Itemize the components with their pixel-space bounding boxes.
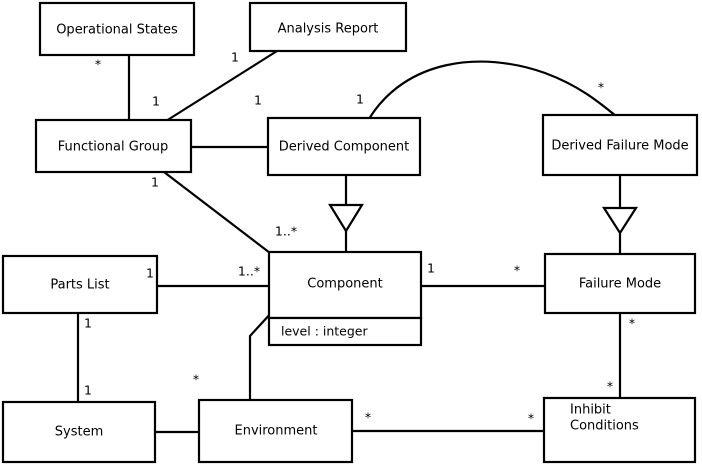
multiplicity-component-failure-mode-1: 1 <box>427 261 435 276</box>
class-label-derived-component: Derived Component <box>279 140 410 155</box>
class-box-inhibit-conditions[interactable] <box>542 396 697 464</box>
class-component[interactable]: Component level : integer <box>267 250 423 347</box>
assoc-functional-group-component <box>163 171 271 254</box>
multiplicity-derived-failure-mode-star: * <box>598 80 604 95</box>
multiplicity-functional-group-component-1: 1 <box>151 175 159 190</box>
class-derived-component[interactable]: Derived Component <box>266 116 422 177</box>
multiplicity-failure-mode-inhibit-star: * <box>629 316 635 331</box>
assoc-environment-component <box>248 311 273 401</box>
class-label-parts-list: Parts List <box>50 278 109 293</box>
class-label-inhibit-conditions-line2: Conditions <box>570 419 639 434</box>
class-analysis-report[interactable]: Analysis Report <box>248 1 408 53</box>
class-parts-list[interactable]: Parts List <box>1 254 159 315</box>
class-functional-group[interactable]: Functional Group <box>34 118 193 174</box>
class-label-component: Component <box>307 277 382 292</box>
class-inhibit-conditions[interactable]: Inhibit Conditions <box>542 396 697 464</box>
class-label-environment: Environment <box>234 424 317 439</box>
class-attributes-compartment-component <box>267 316 423 347</box>
class-label-derived-failure-mode: Derived Failure Mode <box>551 139 688 154</box>
class-box-derived-failure-mode[interactable] <box>541 113 699 177</box>
multiplicity-derived-component-fg-1: 1 <box>356 92 364 107</box>
class-attribute-component-level: level : integer <box>281 324 368 339</box>
multiplicity-derived-component-arc-1: 1 <box>254 93 262 108</box>
class-label-failure-mode: Failure Mode <box>579 277 661 292</box>
multiplicity-component-functional-group-1n: 1..* <box>275 224 297 239</box>
multiplicity-component-parts-list-1n: 1..* <box>238 264 260 279</box>
multiplicity-operational-states-star: * <box>95 57 101 72</box>
gen-triangle-derived-component <box>328 203 364 234</box>
class-label-operational-states: Operational States <box>56 23 178 38</box>
class-failure-mode[interactable]: Failure Mode <box>543 252 697 315</box>
class-box-parts-list[interactable] <box>1 254 159 315</box>
assoc-functional-group-analysis-report <box>165 50 278 122</box>
multiplicity-parts-list-1: 1 <box>146 266 154 281</box>
class-label-functional-group: Functional Group <box>58 140 169 155</box>
class-box-analysis-report[interactable] <box>248 1 408 53</box>
class-derived-failure-mode[interactable]: Derived Failure Mode <box>541 113 699 177</box>
class-box-functional-group[interactable] <box>34 118 193 174</box>
class-operational-states[interactable]: Operational States <box>38 1 196 57</box>
gen-triangle-derived-failure-mode <box>601 206 639 236</box>
class-environment[interactable]: Environment <box>197 398 354 464</box>
multiplicity-analysis-report-1: 1 <box>231 50 239 65</box>
class-box-system[interactable] <box>1 400 157 464</box>
multiplicity-inhibit-failure-mode-star: * <box>607 379 613 394</box>
class-box-failure-mode[interactable] <box>543 252 697 315</box>
class-box-environment[interactable] <box>197 398 354 464</box>
multiplicity-environment-inhibit-star: * <box>365 410 371 425</box>
multiplicity-inhibit-environment-star: * <box>528 411 534 426</box>
class-label-system: System <box>55 425 103 440</box>
class-box-component[interactable] <box>267 250 423 320</box>
assoc-derived-component-derived-failure-mode <box>368 60 617 120</box>
multiplicity-parts-list-system-1: 1 <box>84 316 92 331</box>
multiplicity-functional-group-analysis-1: 1 <box>152 94 160 109</box>
multiplicity-system-parts-list-1: 1 <box>84 383 92 398</box>
class-system[interactable]: System <box>1 400 157 464</box>
class-box-operational-states[interactable] <box>38 1 196 57</box>
class-label-analysis-report: Analysis Report <box>278 22 379 37</box>
multiplicity-environment-component-star: * <box>193 372 199 387</box>
class-label-inhibit-conditions-line1: Inhibit <box>570 403 611 418</box>
multiplicity-failure-mode-component-star: * <box>514 263 520 278</box>
class-box-derived-component[interactable] <box>266 116 422 177</box>
